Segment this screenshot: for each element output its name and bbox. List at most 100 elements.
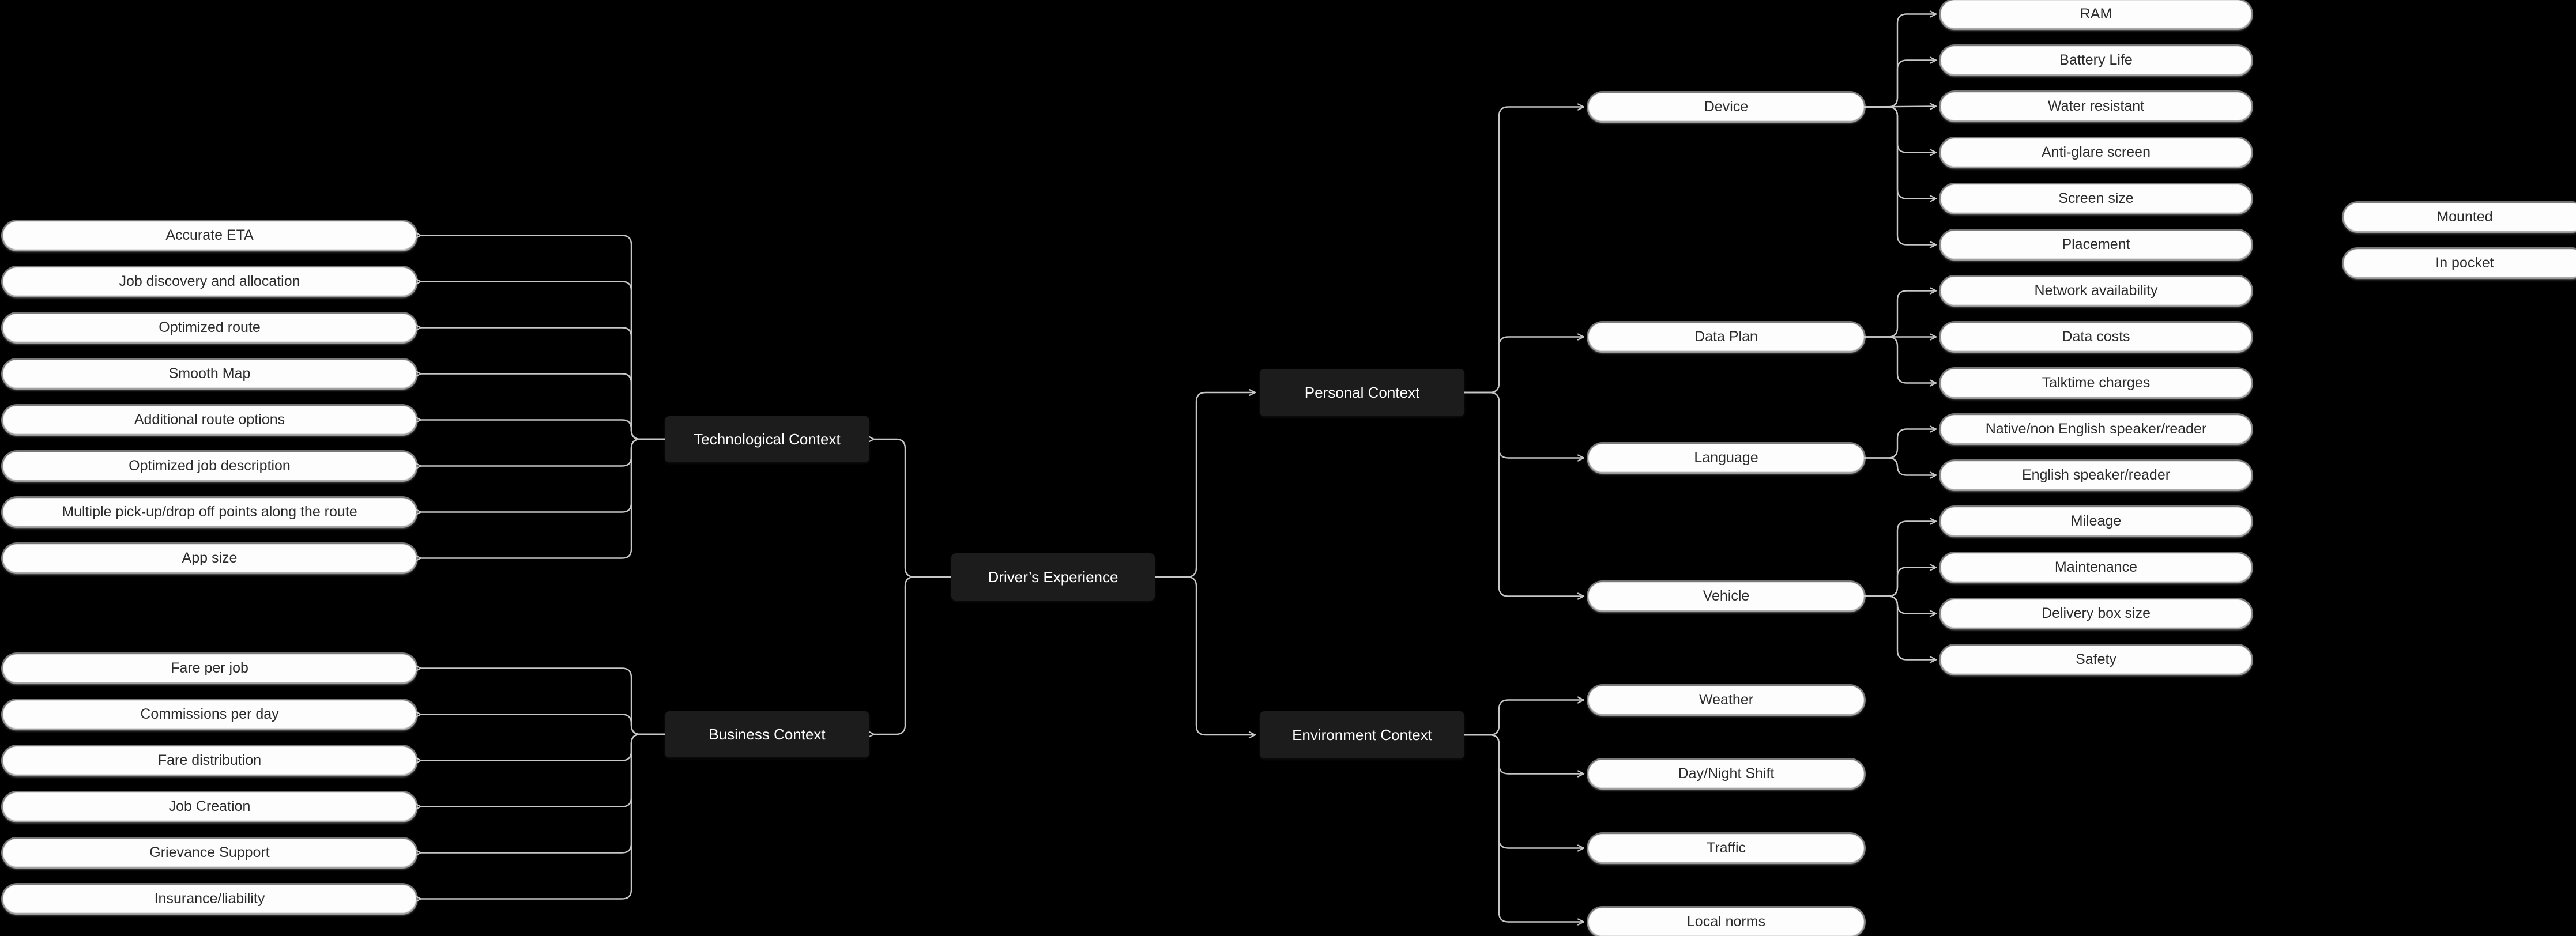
leaf-node-fare-per-job[interactable]: Fare per job [3, 654, 416, 682]
edge [421, 438, 666, 512]
edge [1863, 429, 1937, 459]
node-label: Business Context [709, 725, 826, 743]
edge [421, 438, 666, 466]
leaf-node-grievance-support[interactable]: Grievance Support [3, 839, 416, 867]
branch-node-personal-context[interactable]: Personal Context [1260, 369, 1464, 416]
edge [1863, 457, 1937, 475]
edge [1863, 106, 1937, 245]
leaf-node-delivery-box-size[interactable]: Delivery box size [1941, 599, 2251, 628]
leaf-node-network-availability[interactable]: Network availability [1941, 277, 2251, 305]
edge [1863, 336, 1937, 383]
node-label: Talktime charges [2042, 375, 2151, 391]
leaf-node-day-night-shift[interactable]: Day/Night Shift [1588, 760, 1864, 788]
leaf-node-device[interactable]: Device [1588, 93, 1864, 121]
node-label: Accurate ETA [165, 227, 254, 243]
leaf-node-additional-route-options[interactable]: Additional route options [3, 406, 416, 434]
leaf-node-data-costs[interactable]: Data costs [1941, 323, 2251, 351]
node-label: App size [182, 550, 238, 566]
edge [421, 438, 666, 558]
edge [1463, 734, 1585, 848]
leaf-node-job-creation[interactable]: Job Creation [3, 792, 416, 821]
node-label: RAM [2080, 6, 2112, 22]
leaf-node-data-plan[interactable]: Data Plan [1588, 323, 1864, 351]
node-label: Multiple pick-up/drop off points along t… [62, 504, 357, 520]
edge [1863, 595, 1937, 614]
leaf-node-traffic[interactable]: Traffic [1588, 834, 1864, 862]
leaf-node-job-discovery-and-allocation[interactable]: Job discovery and allocation [3, 267, 416, 296]
leaf-node-water-resistant[interactable]: Water resistant [1941, 92, 2251, 120]
node-label: Native/non English speaker/reader [1985, 421, 2207, 437]
node-label: Water resistant [2047, 98, 2145, 114]
leaf-node-placement[interactable]: Placement [1941, 231, 2251, 259]
edge [874, 439, 952, 578]
edge [1463, 391, 1585, 597]
node-label: Technological Context [694, 430, 841, 448]
edge [1463, 107, 1585, 394]
leaf-node-in-pocket[interactable]: In pocket [2344, 249, 2576, 277]
leaf-node-anti-glare-screen[interactable]: Anti-glare screen [1941, 138, 2251, 167]
node-label: Battery Life [2059, 52, 2133, 68]
leaf-node-insurance-liability[interactable]: Insurance/liability [3, 885, 416, 913]
node-label: Optimized job description [129, 458, 291, 474]
leaf-node-language[interactable]: Language [1588, 444, 1864, 472]
leaf-node-safety[interactable]: Safety [1941, 646, 2251, 674]
leaf-node-mileage[interactable]: Mileage [1941, 507, 2251, 535]
node-label: Maintenance [2054, 559, 2138, 575]
leaf-node-ram[interactable]: RAM [1941, 0, 2251, 28]
leaf-node-accurate-eta[interactable]: Accurate ETA [3, 221, 416, 250]
edge [421, 374, 666, 440]
edge [421, 328, 666, 440]
node-label: Anti-glare screen [2042, 144, 2151, 160]
node-label: Placement [2062, 236, 2130, 252]
branch-node-environment-context[interactable]: Environment Context [1260, 711, 1464, 758]
leaf-node-optimized-route[interactable]: Optimized route [3, 314, 416, 342]
node-label: Fare distribution [157, 752, 262, 768]
edge [421, 420, 666, 440]
leaf-node-vehicle[interactable]: Vehicle [1588, 582, 1864, 610]
edge [874, 576, 952, 734]
edge [421, 733, 666, 807]
leaf-node-smooth-map[interactable]: Smooth Map [3, 360, 416, 388]
branch-node-business-context[interactable]: Business Context [665, 711, 869, 757]
node-label: Insurance/liability [154, 890, 265, 907]
edge [421, 715, 666, 735]
leaf-node-english-speaker-reader[interactable]: English speaker/reader [1941, 461, 2251, 489]
node-label: Additional route options [134, 412, 285, 428]
leaf-node-fare-distribution[interactable]: Fare distribution [3, 746, 416, 775]
node-label: Job discovery and allocation [119, 273, 300, 289]
leaf-node-local-norms[interactable]: Local norms [1588, 908, 1864, 936]
edge [421, 733, 666, 853]
node-label: Local norms [1686, 914, 1766, 930]
leaf-node-optimized-job-description[interactable]: Optimized job description [3, 452, 416, 480]
leaf-node-mounted[interactable]: Mounted [2344, 203, 2576, 231]
node-label: Personal Context [1304, 383, 1420, 401]
edge [1463, 337, 1585, 394]
node-label: Commissions per day [140, 706, 279, 722]
leaf-node-multiple-pick-up-drop-off-points-along-the-rou[interactable]: Multiple pick-up/drop off points along t… [3, 498, 416, 526]
leaf-node-battery-life[interactable]: Battery Life [1941, 46, 2251, 74]
edge [1863, 568, 1937, 597]
leaf-node-weather[interactable]: Weather [1588, 686, 1864, 714]
edge [1863, 14, 1937, 108]
branch-node-technological-context[interactable]: Technological Context [665, 416, 869, 462]
node-label: Job Creation [168, 798, 251, 814]
leaf-node-maintenance[interactable]: Maintenance [1941, 553, 2251, 582]
leaf-node-commissions-per-day[interactable]: Commissions per day [3, 700, 416, 729]
node-label: English speaker/reader [2021, 467, 2171, 483]
leaf-node-native-non-english-speaker-reader[interactable]: Native/non English speaker/reader [1941, 415, 2251, 443]
edge [1863, 106, 1937, 199]
leaf-node-talktime-charges[interactable]: Talktime charges [1941, 369, 2251, 397]
edge [1463, 700, 1585, 736]
edge [1154, 392, 1256, 578]
node-label: Environment Context [1292, 726, 1432, 743]
edge [1463, 391, 1585, 458]
edge [1463, 734, 1585, 774]
edge [1463, 734, 1585, 922]
node-label: Delivery box size [2042, 605, 2151, 621]
edge [1863, 522, 1937, 597]
root-node-driver-s-experience[interactable]: Driver’s Experience [951, 553, 1155, 601]
leaf-node-app-size[interactable]: App size [3, 544, 416, 572]
node-label: Grievance Support [149, 844, 270, 860]
edge [1863, 291, 1937, 338]
leaf-node-screen-size[interactable]: Screen size [1941, 184, 2251, 213]
